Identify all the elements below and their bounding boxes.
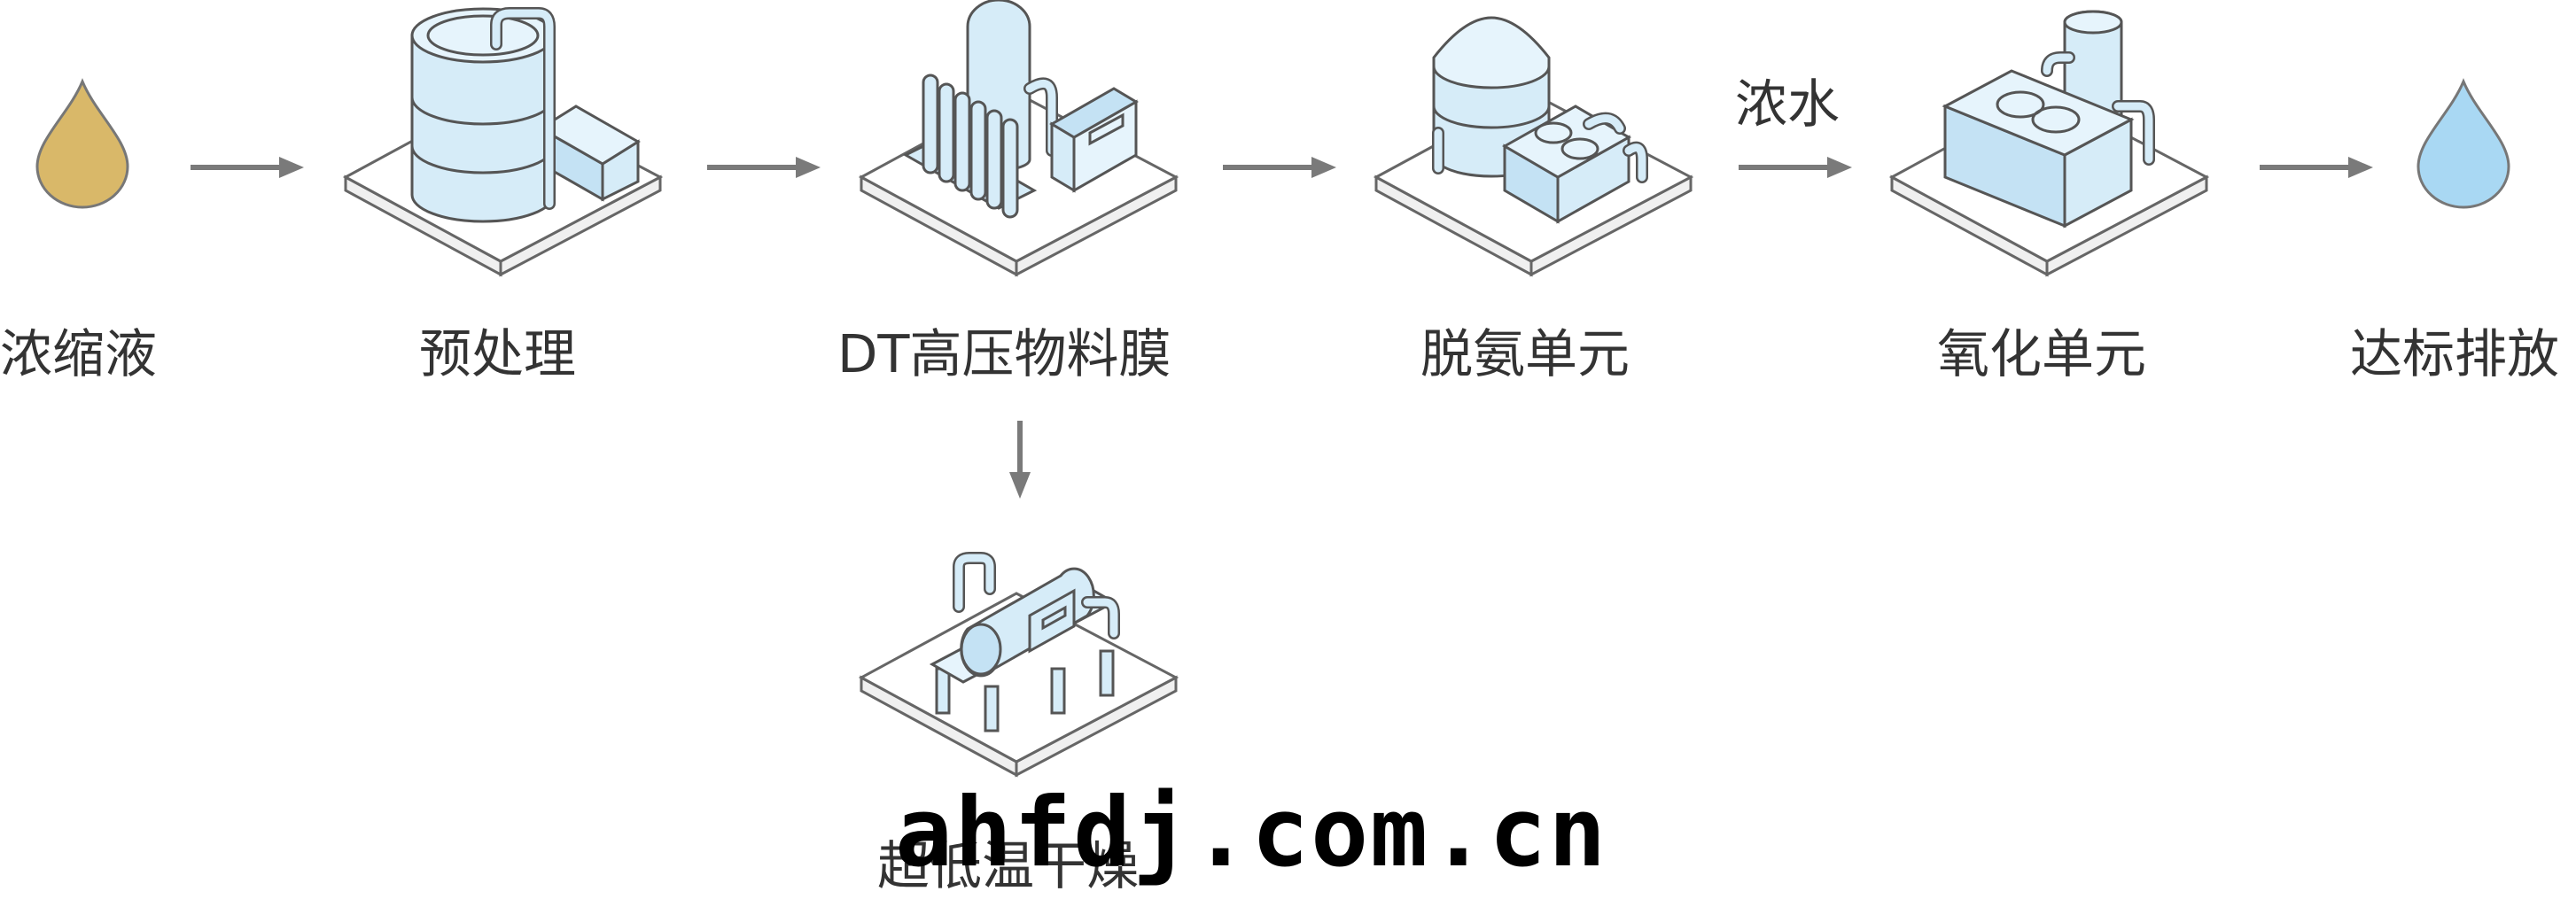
pretreatment-equipment-icon [342,0,665,277]
flow-arrow [2260,154,2375,184]
step-label-drying: 超低温干燥 [877,835,1140,896]
drying-equipment-icon [858,518,1180,784]
deammonia-equipment-icon [1373,0,1695,277]
watermark: ahfdj.com.cn [895,778,1608,888]
flow-arrow [191,154,306,184]
concentrate-drop-icon [34,78,131,211]
flow-arrow [1223,154,1338,184]
flow-arrow-down [1007,421,1033,504]
flow-arrow [707,154,822,184]
step-label-deammonia: 脱氨单元 [1420,323,1630,384]
step-label-pretreatment: 预处理 [419,323,577,384]
dt-membrane-equipment-icon [858,0,1180,277]
step-label-discharge: 达标排放 [2350,323,2560,384]
edge-label-concentrated-water: 浓水 [1735,74,1841,135]
flow-arrow [1739,154,1854,184]
step-label-concentrate: 浓缩液 [0,323,158,384]
oxidation-equipment-icon [1888,0,2211,277]
discharge-drop-icon [2415,78,2512,211]
step-label-dt-membrane: DT高压物料膜 [837,323,1171,384]
step-label-oxidation: 氧化单元 [1937,323,2147,384]
